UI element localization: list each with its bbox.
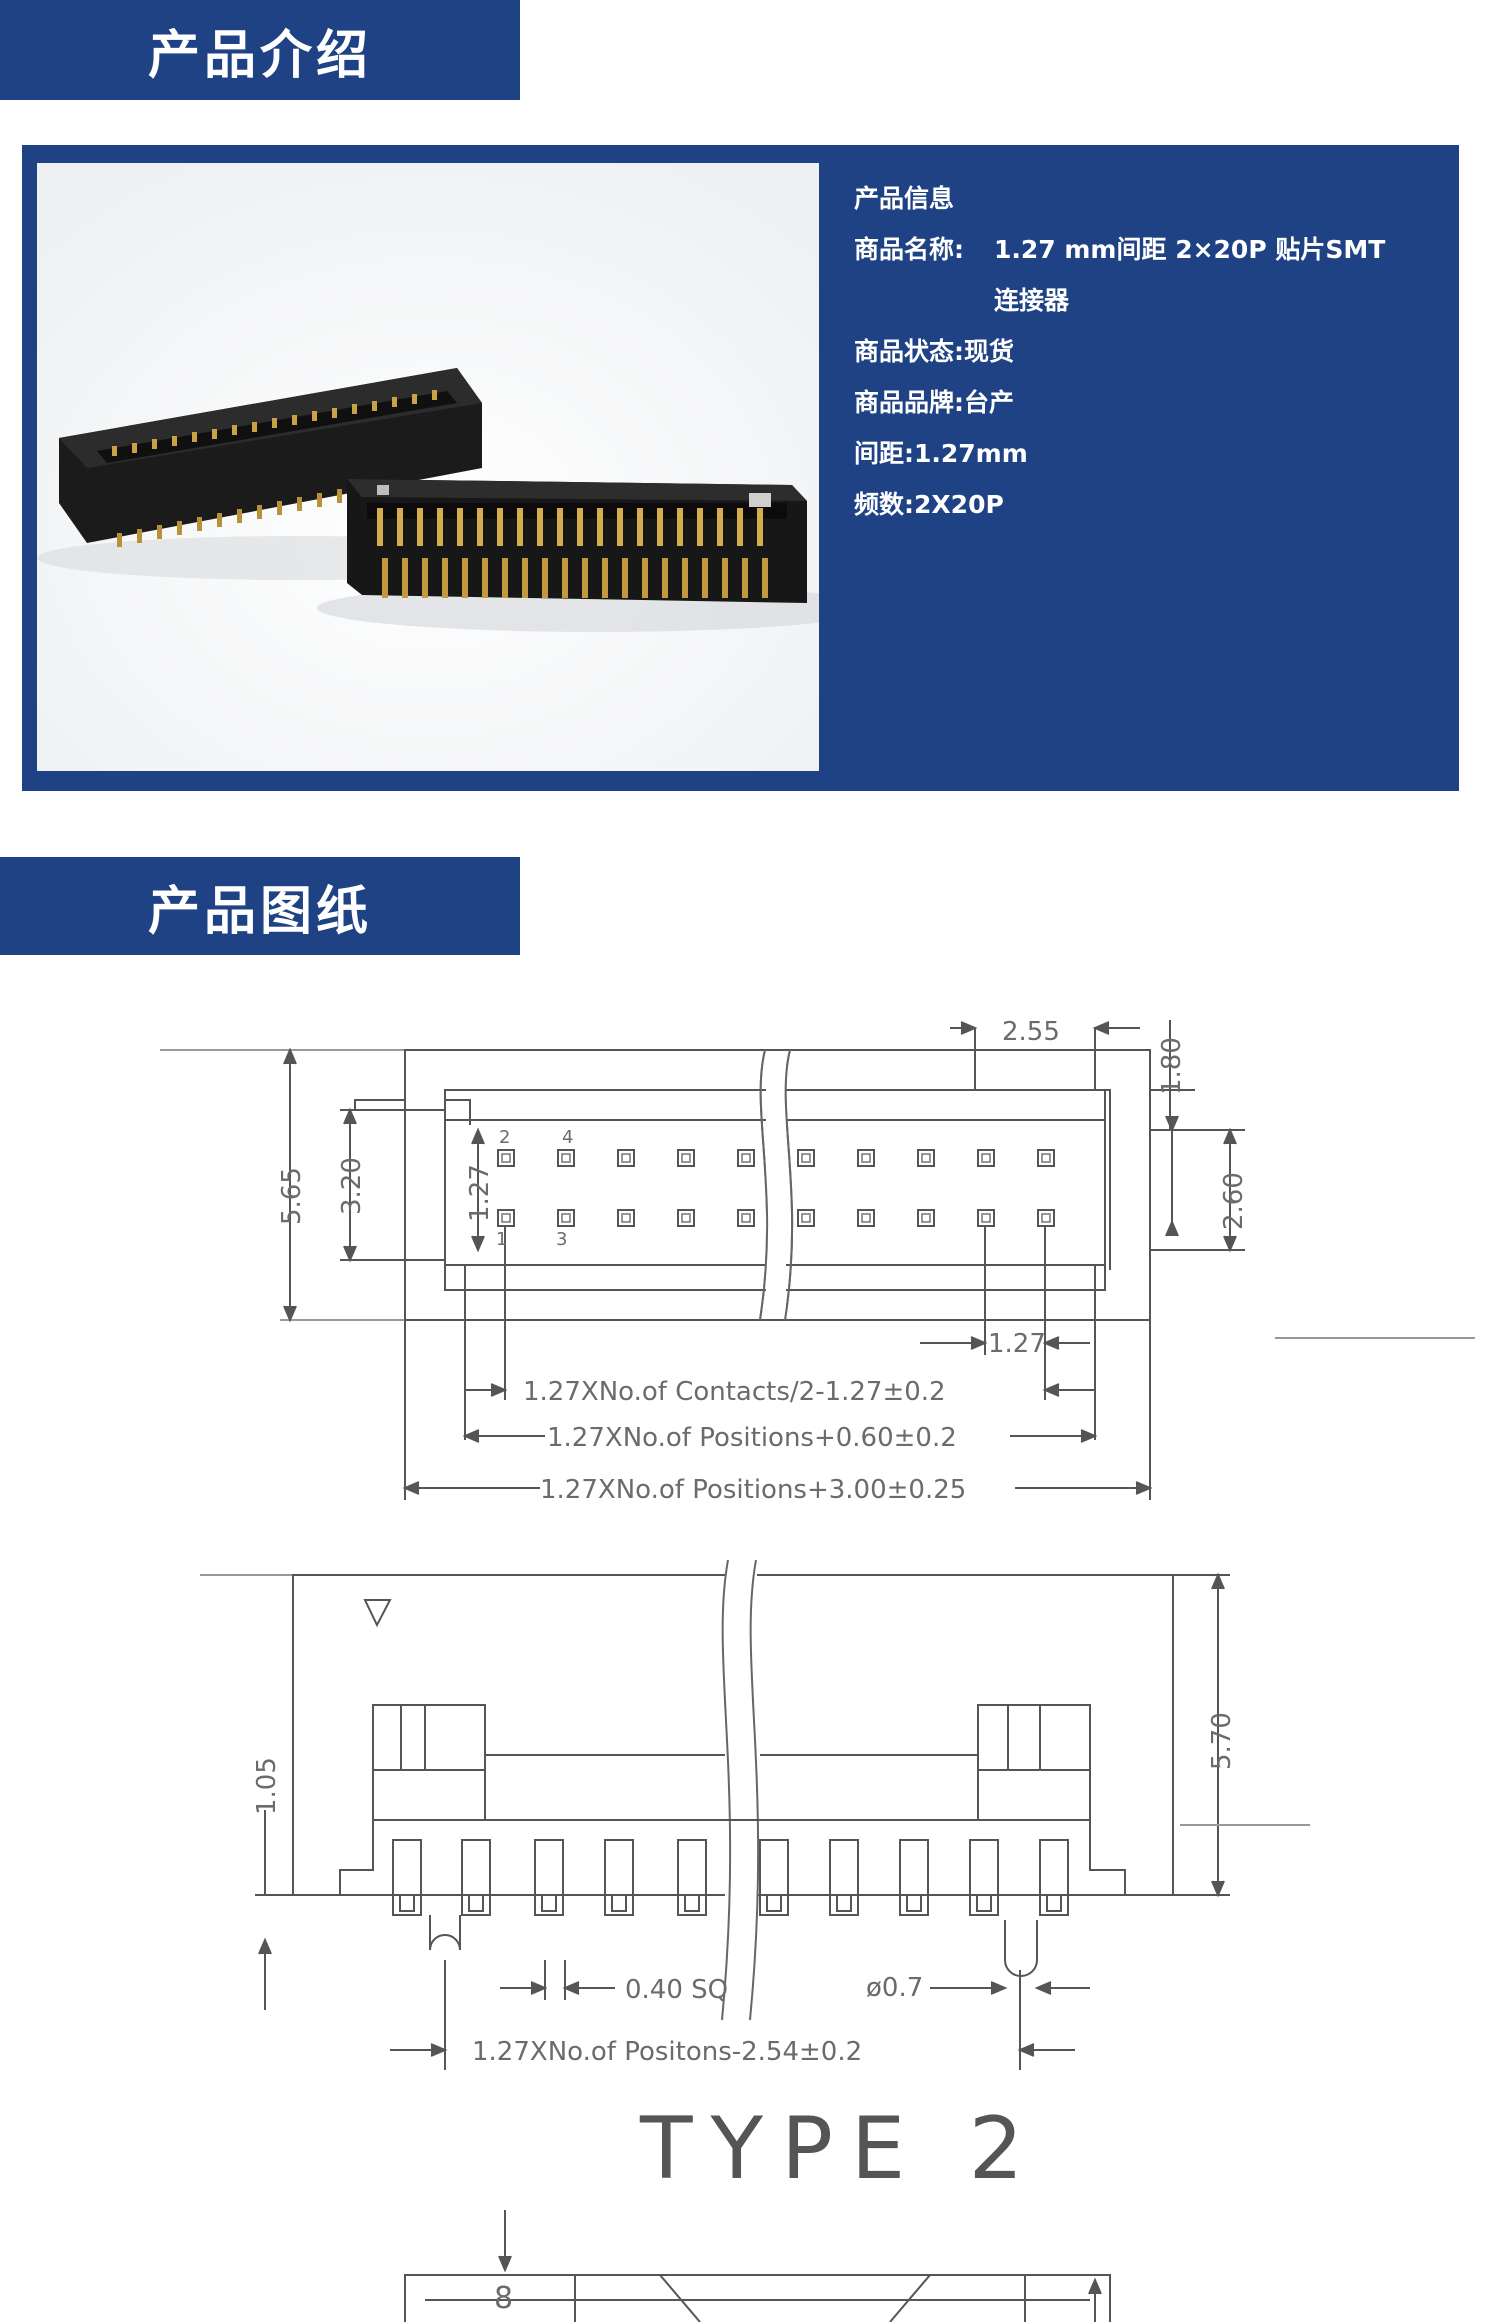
pin-label-1: 1 [496,1229,507,1250]
dim-label-3-20: 3.20 [337,1157,367,1215]
product-info-panel: 产品信息 商品名称: 1.27 mm间距 2×20P 贴片SMT 连接器 商品状… [22,145,1459,791]
info-label: 商品状态: [854,337,964,366]
dim-label-1-05: 1.05 [252,1757,282,1815]
section-header-product-intro: 产品介绍 [0,0,520,100]
section-title: 产品介绍 [147,25,372,86]
pin-label-2: 2 [499,1127,510,1148]
info-value: 台产 [964,388,1015,417]
product-info-text: 产品信息 商品名称: 1.27 mm间距 2×20P 贴片SMT 连接器 商品状… [854,173,1434,530]
info-label: 商品名称: [854,235,964,264]
dim-label-5-70: 5.70 [1207,1712,1237,1770]
dim-label-1-80: 1.80 [1157,1037,1187,1095]
section-title: 产品图纸 [147,881,372,942]
product-photo [37,163,819,771]
info-row-pitch: 间距: 1.27mm [854,428,1434,479]
drawing-canvas: 2.55 1.80 2.60 5.65 3.20 1.27 2 4 1 3 1.… [160,1017,1475,2322]
info-label: 商品品牌: [854,388,964,417]
type-2-dim-label: 8 [494,2281,513,2316]
dim-label-1-27-horizontal: 1.27 [988,1329,1046,1359]
info-value: 2X20P [914,490,1004,519]
dim-label-1-27-vertical: 1.27 [465,1164,495,1222]
info-value: 现货 [964,337,1015,366]
info-value: 连接器 [994,286,1070,315]
formula-positions-300: 1.27XNo.of Positions+3.00±0.25 [540,1475,966,1505]
dim-label-0-7: ø0.7 [866,1973,923,2003]
type-2-label: TYPE 2 [639,2099,1041,2199]
dim-label-5-65: 5.65 [277,1167,307,1225]
info-row-brand: 商品品牌: 台产 [854,377,1434,428]
info-heading: 产品信息 [854,184,955,213]
info-row-name-cont: 连接器 [854,275,1434,326]
section-header-product-drawing: 产品图纸 [0,857,520,955]
formula-positons-254: 1.27XNo.of Positons-2.54±0.2 [472,2037,862,2067]
formula-contacts: 1.27XNo.of Contacts/2-1.27±0.2 [523,1377,946,1407]
info-value: 1.27 mm间距 2×20P 贴片SMT [994,235,1386,264]
info-label: 频数: [854,490,914,519]
info-value: 1.27mm [914,439,1028,468]
info-row-name: 商品名称: 1.27 mm间距 2×20P 贴片SMT [854,224,1434,275]
connector-photo-illustration [37,163,819,771]
info-row-count: 频数: 2X20P [854,479,1434,530]
dim-label-2-60: 2.60 [1219,1172,1249,1230]
info-label: 间距: [854,439,914,468]
pin-label-3: 3 [556,1229,567,1250]
formula-positions-060: 1.27XNo.of Positions+0.60±0.2 [547,1423,957,1453]
technical-drawing: 2.55 1.80 2.60 5.65 3.20 1.27 2 4 1 3 1.… [0,960,1500,2322]
pin-label-4: 4 [562,1127,573,1148]
dim-label-2-55: 2.55 [1002,1017,1060,1047]
info-row-status: 商品状态: 现货 [854,326,1434,377]
dim-label-0-40-sq: 0.40 SQ [625,1975,728,2005]
